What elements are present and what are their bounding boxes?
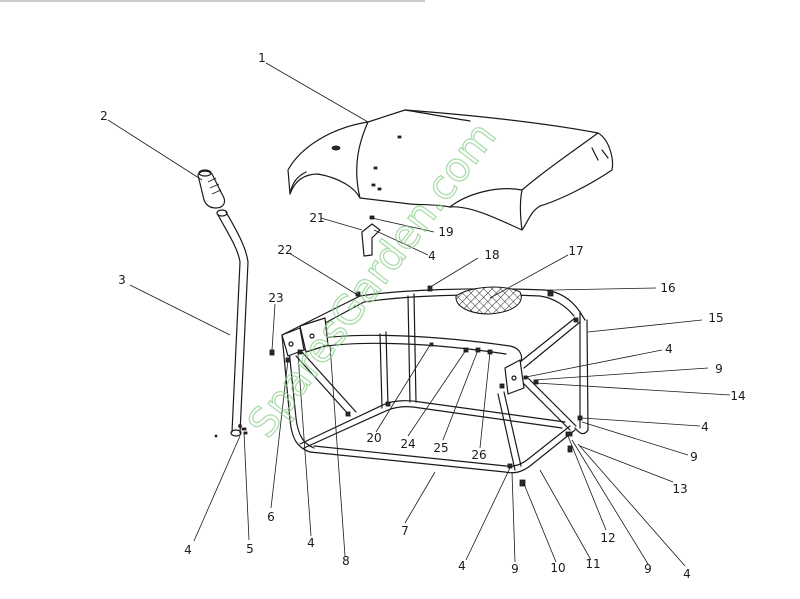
callout-c4g: 4 — [428, 249, 436, 263]
callout-c11: 11 — [585, 557, 600, 571]
callout-c4a: 4 — [184, 543, 192, 557]
callout-c4d: 4 — [683, 567, 691, 581]
leader-lines — [107, 62, 731, 567]
handle-grip — [197, 169, 226, 209]
callout-c4e: 4 — [701, 420, 709, 434]
callout-c19: 19 — [438, 225, 453, 239]
callout-c15: 15 — [708, 311, 723, 325]
callout-c20: 20 — [366, 431, 381, 445]
callout-c7: 7 — [401, 524, 409, 538]
callout-c16: 16 — [660, 281, 675, 295]
top-cover — [287, 109, 614, 231]
callout-c22: 22 — [277, 243, 292, 257]
callout-c18: 18 — [484, 248, 499, 262]
callout-c9c: 9 — [690, 450, 698, 464]
callout-c9a: 9 — [511, 562, 519, 576]
callout-c6: 6 — [267, 510, 275, 524]
callout-c9d: 9 — [715, 362, 723, 376]
callout-c9b: 9 — [644, 562, 652, 576]
callout-c14: 14 — [730, 389, 745, 403]
callout-c2: 2 — [100, 109, 108, 123]
callout-c17: 17 — [568, 244, 583, 258]
callout-c12: 12 — [600, 531, 615, 545]
callout-c25: 25 — [433, 441, 448, 455]
callout-c4b: 4 — [307, 536, 315, 550]
callout-c4c: 4 — [458, 559, 466, 573]
callout-c4f: 4 — [665, 342, 673, 356]
callout-c26: 26 — [471, 448, 486, 462]
callout-c13: 13 — [672, 482, 687, 496]
callout-c24: 24 — [400, 437, 415, 451]
callout-c3: 3 — [118, 273, 126, 287]
handle-tube — [214, 209, 249, 438]
callout-c23: 23 — [268, 291, 283, 305]
callout-c21: 21 — [309, 211, 324, 225]
bag-frame — [269, 285, 589, 487]
bracket-part — [361, 215, 381, 257]
callout-c5: 5 — [246, 542, 254, 556]
callout-c8: 8 — [342, 554, 350, 568]
callout-c10: 10 — [550, 561, 565, 575]
callout-c1: 1 — [258, 51, 266, 65]
